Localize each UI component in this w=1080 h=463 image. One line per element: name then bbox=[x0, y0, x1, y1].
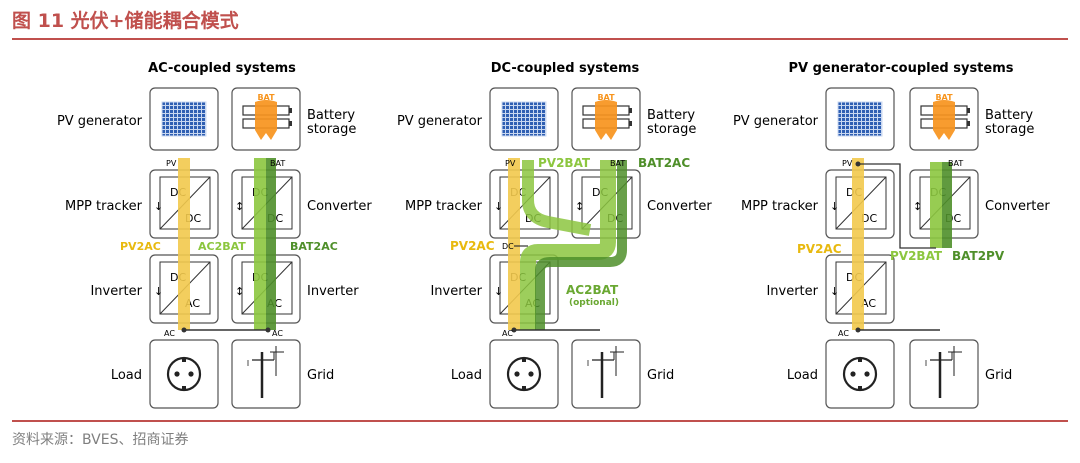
bidirectional-arrow-icon: ↕ bbox=[235, 200, 244, 213]
port-ac: AC bbox=[272, 329, 283, 338]
bat2ac-flow-label: BAT2AC bbox=[290, 240, 338, 253]
arrow-down-icon: ↓ bbox=[830, 285, 839, 298]
panel-pv-generator-coupled: PV generator-coupled systems BAT DC DC ↓… bbox=[733, 61, 1050, 409]
panel-heading: AC-coupled systems bbox=[148, 61, 296, 76]
inverter-label: Inverter bbox=[90, 284, 142, 299]
mpp-tracker-label: MPP tracker bbox=[741, 199, 819, 214]
pv-to-converter-link bbox=[858, 163, 936, 249]
grid-box bbox=[231, 339, 301, 409]
grid-label: Grid bbox=[307, 368, 334, 383]
solar-panel-icon bbox=[837, 101, 883, 137]
panel-heading: DC-coupled systems bbox=[491, 61, 640, 76]
mpp-tracker-label: MPP tracker bbox=[65, 199, 143, 214]
battery-label: Battery bbox=[307, 108, 355, 123]
panel-heading: PV generator-coupled systems bbox=[788, 61, 1013, 76]
grid-box bbox=[571, 339, 641, 409]
storage-label: storage bbox=[985, 122, 1034, 137]
pv2bat-flow-label: PV2BAT bbox=[538, 156, 591, 170]
bidirectional-arrow-icon: ↕ bbox=[575, 200, 584, 213]
pv2bat-flow bbox=[930, 162, 942, 248]
panel-dc-coupled: DC-coupled systems BAT DC DC ↓ DC DC ↕ D… bbox=[397, 61, 712, 409]
title-divider bbox=[12, 38, 1068, 40]
ac-label: AC bbox=[861, 297, 876, 310]
port-pv: PV bbox=[505, 159, 516, 168]
ac2bat-optional-note: (optional) bbox=[569, 298, 619, 308]
pv2ac-flow-label: PV2AC bbox=[797, 242, 842, 256]
bat2pv-flow bbox=[942, 162, 952, 248]
converter-label: Converter bbox=[985, 199, 1050, 214]
port-bat: BAT bbox=[270, 159, 285, 168]
solar-panel-icon bbox=[161, 101, 207, 137]
port-dc: DC bbox=[502, 242, 514, 251]
pv2ac-flow-label: PV2AC bbox=[450, 239, 495, 253]
pv-generator-label: PV generator bbox=[397, 114, 483, 129]
dc-label: DC bbox=[861, 212, 877, 225]
ac2bat-flow-label: AC2BAT bbox=[566, 283, 619, 297]
port-bat: BAT bbox=[948, 159, 963, 168]
bat2pv-flow-label: BAT2PV bbox=[952, 249, 1005, 263]
pv2bat-branch bbox=[522, 160, 592, 236]
solar-panel-icon bbox=[501, 101, 547, 137]
inverter-label: Inverter bbox=[307, 284, 359, 299]
bat-icon-label: BAT bbox=[257, 93, 275, 102]
pv2ac-flow-label: PV2AC bbox=[120, 240, 161, 253]
bidirectional-arrow-icon: ↕ bbox=[235, 285, 244, 298]
port-ac: AC bbox=[838, 329, 849, 338]
bat-icon-label: BAT bbox=[935, 93, 953, 102]
arrow-down-icon: ↓ bbox=[154, 200, 163, 213]
pv2bat-flow-label: PV2BAT bbox=[890, 249, 943, 263]
inverter-label: Inverter bbox=[430, 284, 482, 299]
load-label: Load bbox=[451, 368, 482, 383]
socket-icon bbox=[166, 356, 202, 392]
mpp-tracker-label: MPP tracker bbox=[405, 199, 483, 214]
battery-label: Battery bbox=[985, 108, 1033, 123]
arrow-down-icon: ↓ bbox=[154, 285, 163, 298]
converter-label: Converter bbox=[647, 199, 712, 214]
port-pv: PV bbox=[166, 159, 177, 168]
pv2ac-flow bbox=[178, 158, 190, 330]
bat2ac-flow bbox=[266, 158, 276, 330]
source-note: 资料来源：BVES、招商证券 bbox=[12, 432, 189, 448]
socket-icon bbox=[842, 356, 878, 392]
node bbox=[181, 327, 187, 333]
figure-title: 图 11 光伏+储能耦合模式 bbox=[12, 10, 239, 32]
storage-label: storage bbox=[647, 122, 696, 137]
node bbox=[855, 161, 861, 167]
node bbox=[265, 327, 271, 333]
pv2ac-flow bbox=[852, 158, 864, 330]
arrow-down-icon: ↓ bbox=[494, 285, 503, 298]
load-label: Load bbox=[787, 368, 818, 383]
bat2ac-flow-label: BAT2AC bbox=[638, 156, 690, 170]
pv2bat-flow bbox=[520, 160, 616, 330]
port-ac: AC bbox=[502, 329, 513, 338]
panel-ac-coupled: AC-coupled systems BAT DC DC ↓ DC DC ↕ bbox=[57, 61, 372, 409]
bat-icon-label: BAT bbox=[597, 93, 615, 102]
arrow-down-icon: ↓ bbox=[830, 200, 839, 213]
ac2bat-flow-label: AC2BAT bbox=[198, 240, 246, 253]
grid-label: Grid bbox=[985, 368, 1012, 383]
socket-icon bbox=[506, 356, 542, 392]
source-divider bbox=[12, 420, 1068, 422]
pv2ac-flow bbox=[508, 158, 520, 330]
port-ac: AC bbox=[164, 329, 175, 338]
port-bat: BAT bbox=[610, 159, 625, 168]
port-pv: PV bbox=[842, 159, 853, 168]
load-label: Load bbox=[111, 368, 142, 383]
grid-label: Grid bbox=[647, 368, 674, 383]
grid-box bbox=[909, 339, 979, 409]
pv-generator-label: PV generator bbox=[57, 114, 143, 129]
converter-label: Converter bbox=[307, 199, 372, 214]
ac2bat-flow bbox=[254, 158, 266, 330]
bidirectional-arrow-icon: ↕ bbox=[913, 200, 922, 213]
bat2ac-flow bbox=[535, 160, 627, 330]
battery-label: Battery bbox=[647, 108, 695, 123]
storage-label: storage bbox=[307, 122, 356, 137]
arrow-down-icon: ↓ bbox=[494, 200, 503, 213]
pv-generator-label: PV generator bbox=[733, 114, 819, 129]
inverter-label: Inverter bbox=[766, 284, 818, 299]
